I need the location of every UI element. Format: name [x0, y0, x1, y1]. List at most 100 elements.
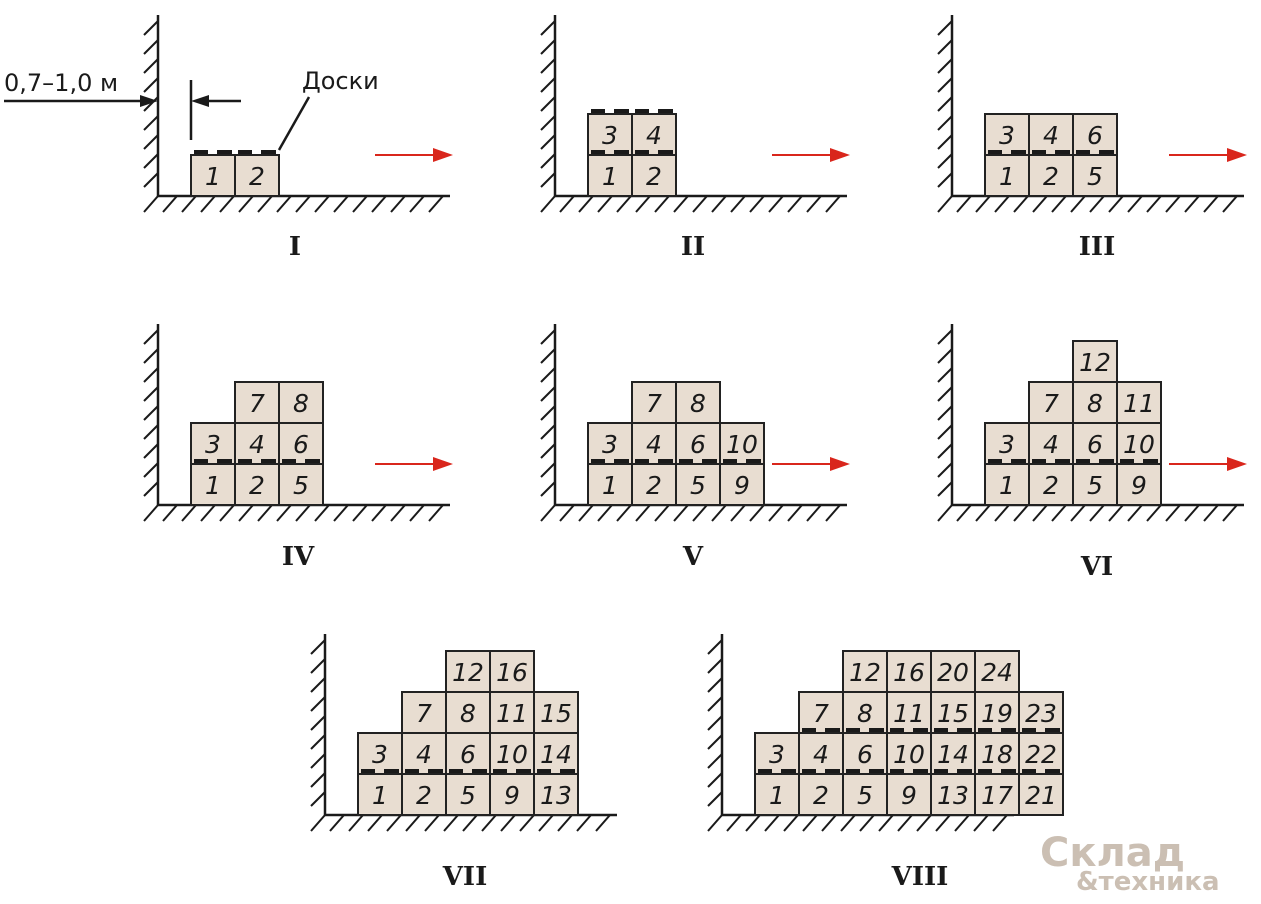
- floor-hatch: [956, 504, 972, 522]
- box-4: 4: [401, 732, 447, 775]
- box-1: 1: [587, 463, 633, 506]
- floor-hatch: [711, 504, 727, 522]
- floor-hatch: [409, 504, 425, 522]
- box-number: 12: [1079, 348, 1111, 377]
- floor-hatch: [519, 814, 535, 832]
- floor-hatch: [276, 504, 292, 522]
- box-2: 2: [631, 154, 677, 197]
- box-number: 2: [249, 471, 265, 500]
- box-16: 16: [886, 650, 932, 693]
- box-number: 21: [1025, 781, 1057, 810]
- wall-hatch: [540, 96, 556, 112]
- floor-hatch: [956, 195, 972, 213]
- box-number: 5: [293, 471, 309, 500]
- box-15: 15: [930, 691, 976, 734]
- box-3: 3: [984, 422, 1030, 465]
- box-number: 8: [293, 389, 309, 418]
- box-10: 10: [719, 422, 765, 465]
- box-3: 3: [587, 113, 633, 156]
- box-number: 1: [205, 471, 221, 500]
- floor-hatch: [954, 814, 970, 832]
- floor-hatch: [821, 814, 837, 832]
- wall-hatch: [540, 367, 556, 383]
- box-3: 3: [984, 113, 1030, 156]
- floor-hatch: [559, 504, 575, 522]
- box-number: 4: [1043, 430, 1059, 459]
- floor-hatch: [992, 814, 1008, 832]
- box-7: 7: [234, 381, 280, 424]
- floor-hatch: [745, 814, 761, 832]
- floor-hatch: [1013, 504, 1029, 522]
- direction-arrow-icon: [375, 457, 453, 471]
- wall-hatch: [707, 677, 723, 693]
- box-number: 8: [1087, 389, 1103, 418]
- box-number: 11: [893, 699, 925, 728]
- box-number: 7: [416, 699, 432, 728]
- box-3: 3: [190, 422, 236, 465]
- wall-hatch: [937, 20, 953, 36]
- box-10: 10: [1116, 422, 1162, 465]
- box-17: 17: [974, 773, 1020, 816]
- floor-hatch: [692, 504, 708, 522]
- box-number: 18: [981, 740, 1013, 769]
- floor-hatch: [692, 195, 708, 213]
- floor-hatch: [578, 504, 594, 522]
- box-6: 6: [1072, 422, 1118, 465]
- wall-hatch: [310, 715, 326, 731]
- wall-hatch: [707, 658, 723, 674]
- floor-hatch: [181, 504, 197, 522]
- box-2: 2: [234, 154, 280, 197]
- box-number: 1: [372, 781, 388, 810]
- floor-hatch: [1146, 504, 1162, 522]
- wall-hatch: [707, 734, 723, 750]
- box-number: 2: [646, 162, 662, 191]
- floor-hatch: [576, 814, 592, 832]
- panel-label: VI: [1080, 552, 1113, 582]
- box-number: 4: [249, 430, 265, 459]
- box-number: 5: [1087, 471, 1103, 500]
- wall-hatch: [707, 791, 723, 807]
- wall-hatch: [707, 753, 723, 769]
- box-number: 11: [496, 699, 528, 728]
- box-number: 7: [813, 699, 829, 728]
- wall-hatch: [937, 386, 953, 402]
- floor-hatch: [390, 195, 406, 213]
- wall-hatch: [540, 329, 556, 345]
- floor-hatch: [768, 504, 784, 522]
- floor-hatch: [295, 504, 311, 522]
- floor-hatch: [635, 504, 651, 522]
- box-number: 16: [496, 658, 528, 687]
- floor-hatch: [595, 814, 611, 832]
- box-5: 5: [278, 463, 324, 506]
- box-7: 7: [1028, 381, 1074, 424]
- wall-hatch: [937, 405, 953, 421]
- box-number: 15: [937, 699, 969, 728]
- wall-hatch: [143, 386, 159, 402]
- floor-hatch: [428, 195, 444, 213]
- wall-hatch: [540, 443, 556, 459]
- floor-hatch: [597, 504, 613, 522]
- floor-hatch: [1203, 195, 1219, 213]
- box-number: 14: [540, 740, 572, 769]
- floor-hatch: [878, 814, 894, 832]
- boards-leader-line: [277, 96, 311, 151]
- box-number: 1: [602, 162, 618, 191]
- box-number: 23: [1025, 699, 1057, 728]
- floor-hatch: [937, 504, 953, 522]
- box-number: 6: [1087, 121, 1103, 150]
- box-number: 5: [460, 781, 476, 810]
- floor-hatch: [1222, 504, 1238, 522]
- floor-hatch: [219, 195, 235, 213]
- box-number: 2: [646, 471, 662, 500]
- box-6: 6: [278, 422, 324, 465]
- floor-hatch: [1089, 504, 1105, 522]
- wall-hatch: [310, 639, 326, 655]
- box-13: 13: [930, 773, 976, 816]
- wall-hatch: [540, 481, 556, 497]
- floor-hatch: [975, 195, 991, 213]
- box-number: 8: [690, 389, 706, 418]
- floor-hatch: [935, 814, 951, 832]
- box-4: 4: [631, 422, 677, 465]
- box-number: 6: [293, 430, 309, 459]
